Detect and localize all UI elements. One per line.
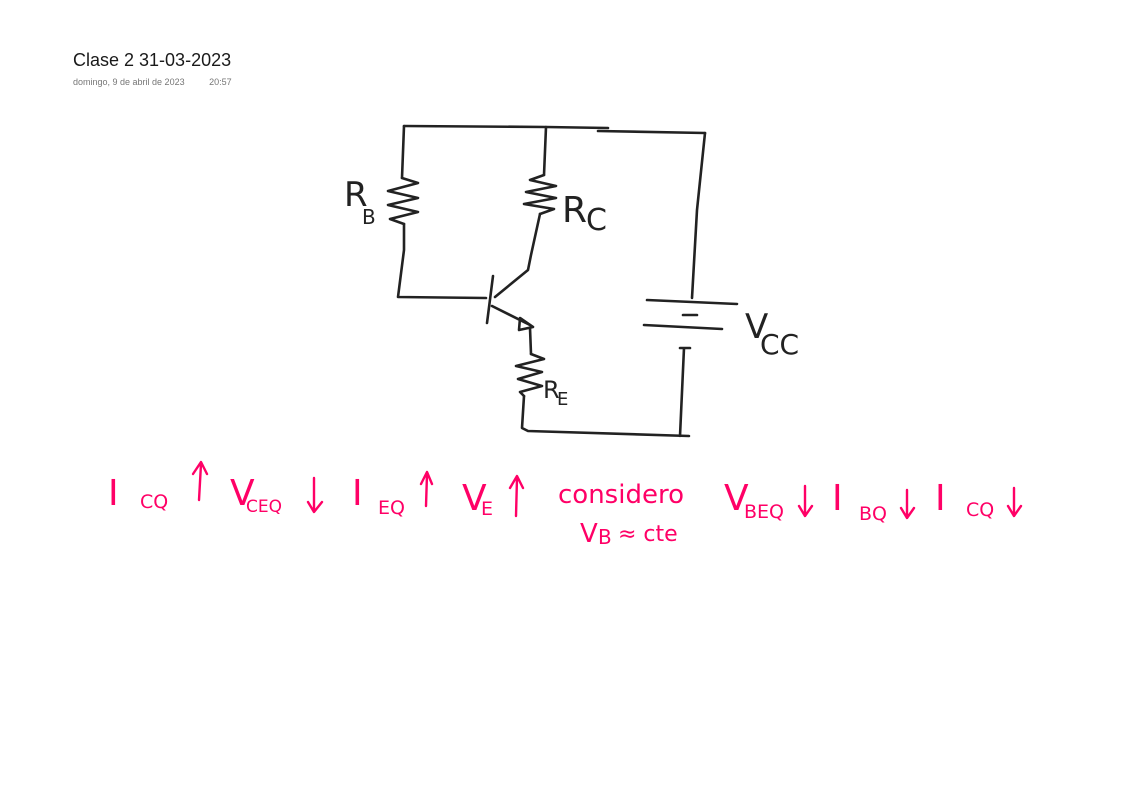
wire-right-upper xyxy=(690,131,707,300)
wire-right-lower xyxy=(678,346,692,438)
label-re-main: R xyxy=(543,376,560,404)
note-ibq-main: I xyxy=(832,478,843,519)
wire-left-lower xyxy=(396,222,488,300)
note-ieq-main: I xyxy=(352,473,363,514)
arrow-down-icon xyxy=(797,484,814,518)
label-rb-sub: B xyxy=(362,205,376,229)
note-ieq-sub: EQ xyxy=(378,497,405,519)
note-vceq-main: V xyxy=(230,473,255,514)
note-vbeq-main: V xyxy=(724,478,749,519)
resistor-rc xyxy=(522,173,558,216)
arrow-up-icon xyxy=(419,470,434,508)
wire-collector-lower xyxy=(493,212,542,299)
emitter-arrow-icon xyxy=(517,316,535,332)
label-vcc-sub: CC xyxy=(760,328,799,361)
page-meta: domingo, 9 de abril de 2023 20:57 xyxy=(73,77,232,87)
label-rc-main: R xyxy=(562,190,587,231)
page-header: Clase 2 31-03-2023 domingo, 9 de abril d… xyxy=(73,49,232,87)
arrow-up-icon xyxy=(508,474,525,518)
battery-plate-short xyxy=(642,323,724,331)
label-re-sub: E xyxy=(557,389,568,410)
note-ve-sub: E xyxy=(481,498,493,520)
page-title: Clase 2 31-03-2023 xyxy=(73,50,232,70)
resistor-re xyxy=(514,352,546,398)
label-rc-sub: C xyxy=(586,203,607,238)
note-ve-main: V xyxy=(462,478,487,519)
note-vceq-sub: CEQ xyxy=(246,497,282,517)
note-ibq-sub: BQ xyxy=(859,503,887,525)
note-icq-sub: CQ xyxy=(140,491,168,513)
label-rb-main: R xyxy=(344,175,368,215)
arrow-down-icon xyxy=(899,488,916,520)
note-icq2-sub: CQ xyxy=(966,499,994,521)
circuit-drawing: R B R C R E V CC xyxy=(344,124,799,438)
arrow-down-icon xyxy=(306,476,324,514)
wire-left-upper xyxy=(400,124,406,180)
arrow-down-icon xyxy=(1006,486,1023,518)
resistor-rb xyxy=(386,176,420,226)
note-icq-main: I xyxy=(108,473,119,514)
wire-emitter-lower xyxy=(528,326,533,356)
wire-emitter-bottom xyxy=(520,394,691,438)
annotation-row: I CQ V CEQ I EQ V E considero V B ≈ cte … xyxy=(108,460,1023,549)
page-date: domingo, 9 de abril de 2023 xyxy=(73,77,185,87)
note-vb-main: V xyxy=(580,519,598,549)
page-time: 20:57 xyxy=(209,77,232,87)
arrow-up-icon xyxy=(191,460,209,502)
battery-plate-long xyxy=(645,298,739,306)
label-vcc-main: V xyxy=(745,307,768,347)
note-vb-sub: B xyxy=(598,525,612,549)
note-vb-rest: ≈ cte xyxy=(618,522,678,547)
transistor-base-bar xyxy=(485,274,495,325)
note-icq2-main: I xyxy=(935,478,946,519)
wire-top-rail xyxy=(402,124,707,135)
note-vbeq-sub: BEQ xyxy=(744,501,784,523)
wire-collector-upper xyxy=(542,125,548,177)
note-considero: considero xyxy=(558,480,684,510)
